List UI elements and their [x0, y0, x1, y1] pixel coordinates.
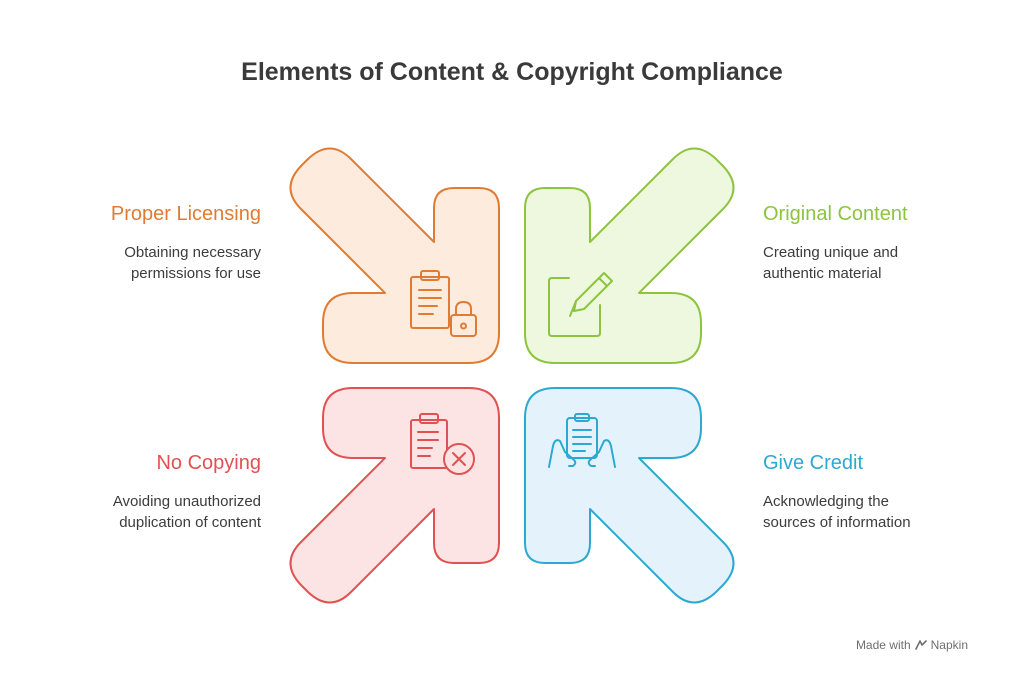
- heading-no-copying: No Copying: [156, 452, 261, 474]
- made-with-napkin-footer: Made with Napkin: [856, 638, 968, 652]
- heading-give-credit: Give Credit: [763, 452, 864, 474]
- diagram-title: Elements of Content & Copyright Complian…: [241, 58, 783, 86]
- desc-proper-licensing: Obtaining necessary permissions for use: [124, 244, 261, 282]
- arrow-top-right: [524, 147, 735, 364]
- arrow-top-left: [289, 147, 500, 364]
- arrow-bottom-right: [524, 387, 735, 604]
- desc-no-copying: Avoiding unauthorized duplication of con…: [112, 493, 261, 531]
- label-no-copying: No Copying Avoiding unauthorized duplica…: [0, 452, 261, 533]
- napkin-brand-text: Napkin: [930, 638, 968, 652]
- label-proper-licensing: Proper Licensing Obtaining necessary per…: [0, 203, 261, 284]
- napkin-logo-icon: [914, 640, 927, 650]
- clipboard-lock-icon: [410, 270, 477, 337]
- made-with-text: Made with: [855, 638, 911, 652]
- heading-proper-licensing: Proper Licensing: [110, 203, 261, 225]
- heading-original-content: Original Content: [763, 203, 908, 225]
- hands-holding-document-icon: [548, 413, 616, 468]
- clipboard-x-icon: [410, 413, 475, 475]
- desc-original-content: Creating unique and authentic material: [763, 244, 899, 282]
- desc-give-credit: Acknowledging the sources of information: [763, 493, 911, 531]
- arrow-bottom-left: [289, 387, 500, 604]
- label-original-content: Original Content Creating unique and aut…: [763, 203, 1024, 284]
- label-give-credit: Give Credit Acknowledging the sources of…: [763, 452, 1024, 533]
- pen-on-square-icon: [548, 272, 613, 337]
